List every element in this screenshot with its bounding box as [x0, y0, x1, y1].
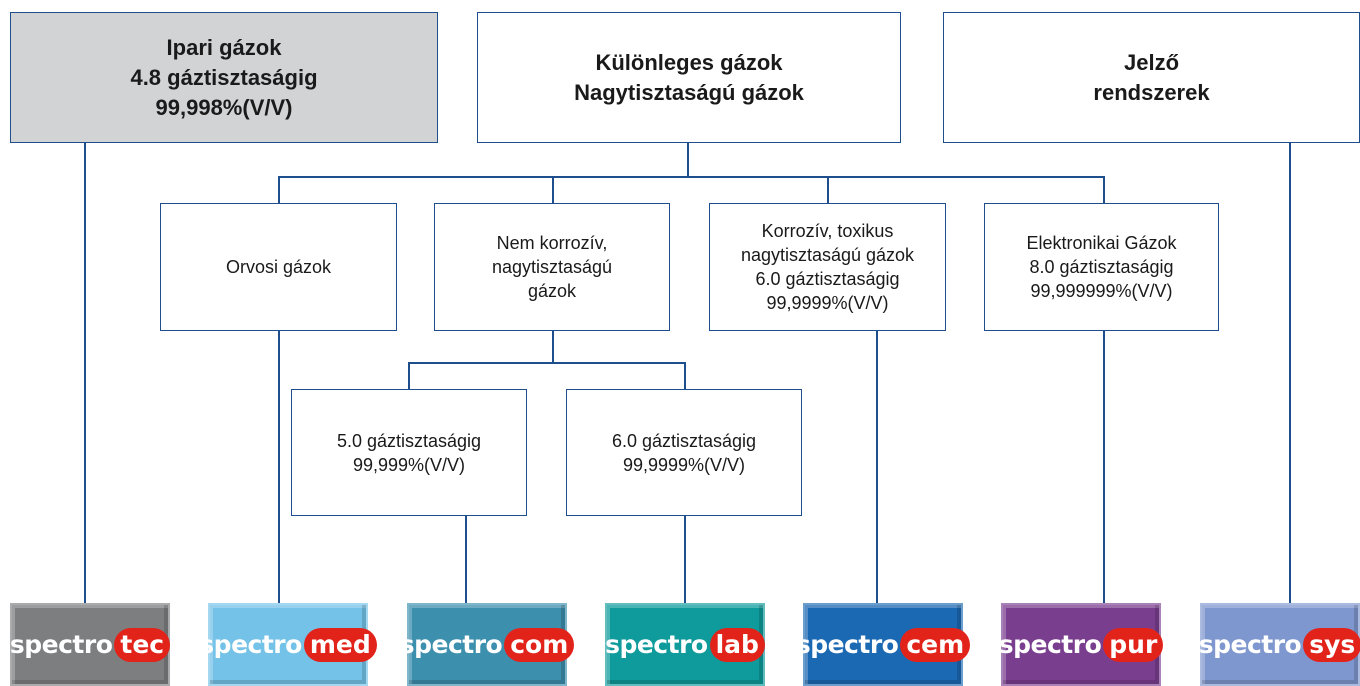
- connector-line: [684, 362, 686, 389]
- connector-line: [687, 143, 689, 177]
- box-line: nagytisztaságú gázok: [740, 245, 915, 265]
- connector-line: [465, 516, 467, 603]
- box-line: Jelző: [1123, 49, 1180, 75]
- connector-line: [552, 176, 554, 203]
- connector-line: [278, 176, 280, 203]
- logo-suffix: lab: [709, 627, 765, 662]
- box-line: Elektronikai Gázok: [1026, 233, 1177, 253]
- box-line: 6.0 gáztisztaságig: [755, 269, 900, 289]
- connector-line: [278, 176, 1104, 178]
- logo-suffix: sys: [1303, 627, 1360, 662]
- connector-line: [1103, 331, 1105, 603]
- box-line: 99,9999%(V/V): [766, 293, 889, 313]
- box-line: 4.8 gáztisztaságig: [130, 64, 318, 90]
- box-line: Nem korrozív,: [496, 233, 608, 253]
- logo-suffix: med: [303, 627, 377, 662]
- box-line: gázok: [527, 281, 577, 301]
- connector-line: [408, 362, 685, 364]
- box-ipari-gazok: Ipari gázok 4.8 gáztisztaságig 99,998%(V…: [10, 12, 438, 143]
- logo-prefix: spectro: [399, 630, 503, 659]
- connector-line: [408, 362, 410, 389]
- logo-suffix: pur: [1103, 627, 1164, 662]
- logo-prefix: spectro: [9, 630, 113, 659]
- box-line: Ipari gázok: [166, 34, 282, 60]
- box-line: 8.0 gáztisztaságig: [1029, 257, 1174, 277]
- box-jelzo-rendszerek: Jelző rendszerek: [943, 12, 1360, 143]
- logo-suffix: cem: [900, 627, 971, 662]
- box-korroziv-toxikus: Korrozív, toxikus nagytisztaságú gázok 6…: [709, 203, 946, 331]
- logo-prefix: spectro: [199, 630, 302, 659]
- box-line: 99,999%(V/V): [352, 454, 466, 475]
- connector-line: [1289, 143, 1291, 603]
- connector-line: [278, 331, 280, 603]
- box-6-0-gaztisztasag: 6.0 gáztisztaságig 99,9999%(V/V): [566, 389, 802, 516]
- box-nem-korroziv: Nem korrozív, nagytisztaságú gázok: [434, 203, 670, 331]
- connector-line: [1103, 176, 1105, 203]
- connector-line: [827, 176, 829, 203]
- box-line: nagytisztaságú: [491, 257, 613, 277]
- logo-suffix: tec: [114, 627, 171, 662]
- box-line: rendszerek: [1093, 79, 1210, 105]
- logo-suffix: com: [504, 627, 575, 662]
- box-line: 99,998%(V/V): [155, 94, 293, 120]
- box-orvosi-gazok: Orvosi gázok: [160, 203, 397, 331]
- box-elektronikai-gazok: Elektronikai Gázok 8.0 gáztisztaságig 99…: [984, 203, 1219, 331]
- box-line: Különleges gázok: [595, 49, 783, 75]
- logo-prefix: spectro: [605, 630, 708, 659]
- box-line: 99,9999%(V/V): [622, 454, 746, 475]
- box-5-0-gaztisztasag: 5.0 gáztisztaságig 99,999%(V/V): [291, 389, 527, 516]
- box-line: 6.0 gáztisztaságig: [611, 430, 757, 451]
- box-line: 5.0 gáztisztaságig: [336, 430, 482, 451]
- box-line: Orvosi gázok: [225, 257, 332, 277]
- logo-prefix: spectro: [795, 630, 899, 659]
- box-line: Korrozív, toxikus: [761, 221, 894, 241]
- connector-line: [84, 143, 86, 603]
- connector-line: [876, 331, 878, 603]
- box-kulonleges-gazok: Különleges gázok Nagytisztaságú gázok: [477, 12, 901, 143]
- logo-prefix: spectro: [998, 630, 1102, 659]
- logo-prefix: spectro: [1198, 630, 1302, 659]
- box-line: Nagytisztaságú gázok: [574, 79, 804, 105]
- connector-line: [552, 331, 554, 363]
- box-line: 99,999999%(V/V): [1030, 281, 1173, 301]
- connector-line: [684, 516, 686, 603]
